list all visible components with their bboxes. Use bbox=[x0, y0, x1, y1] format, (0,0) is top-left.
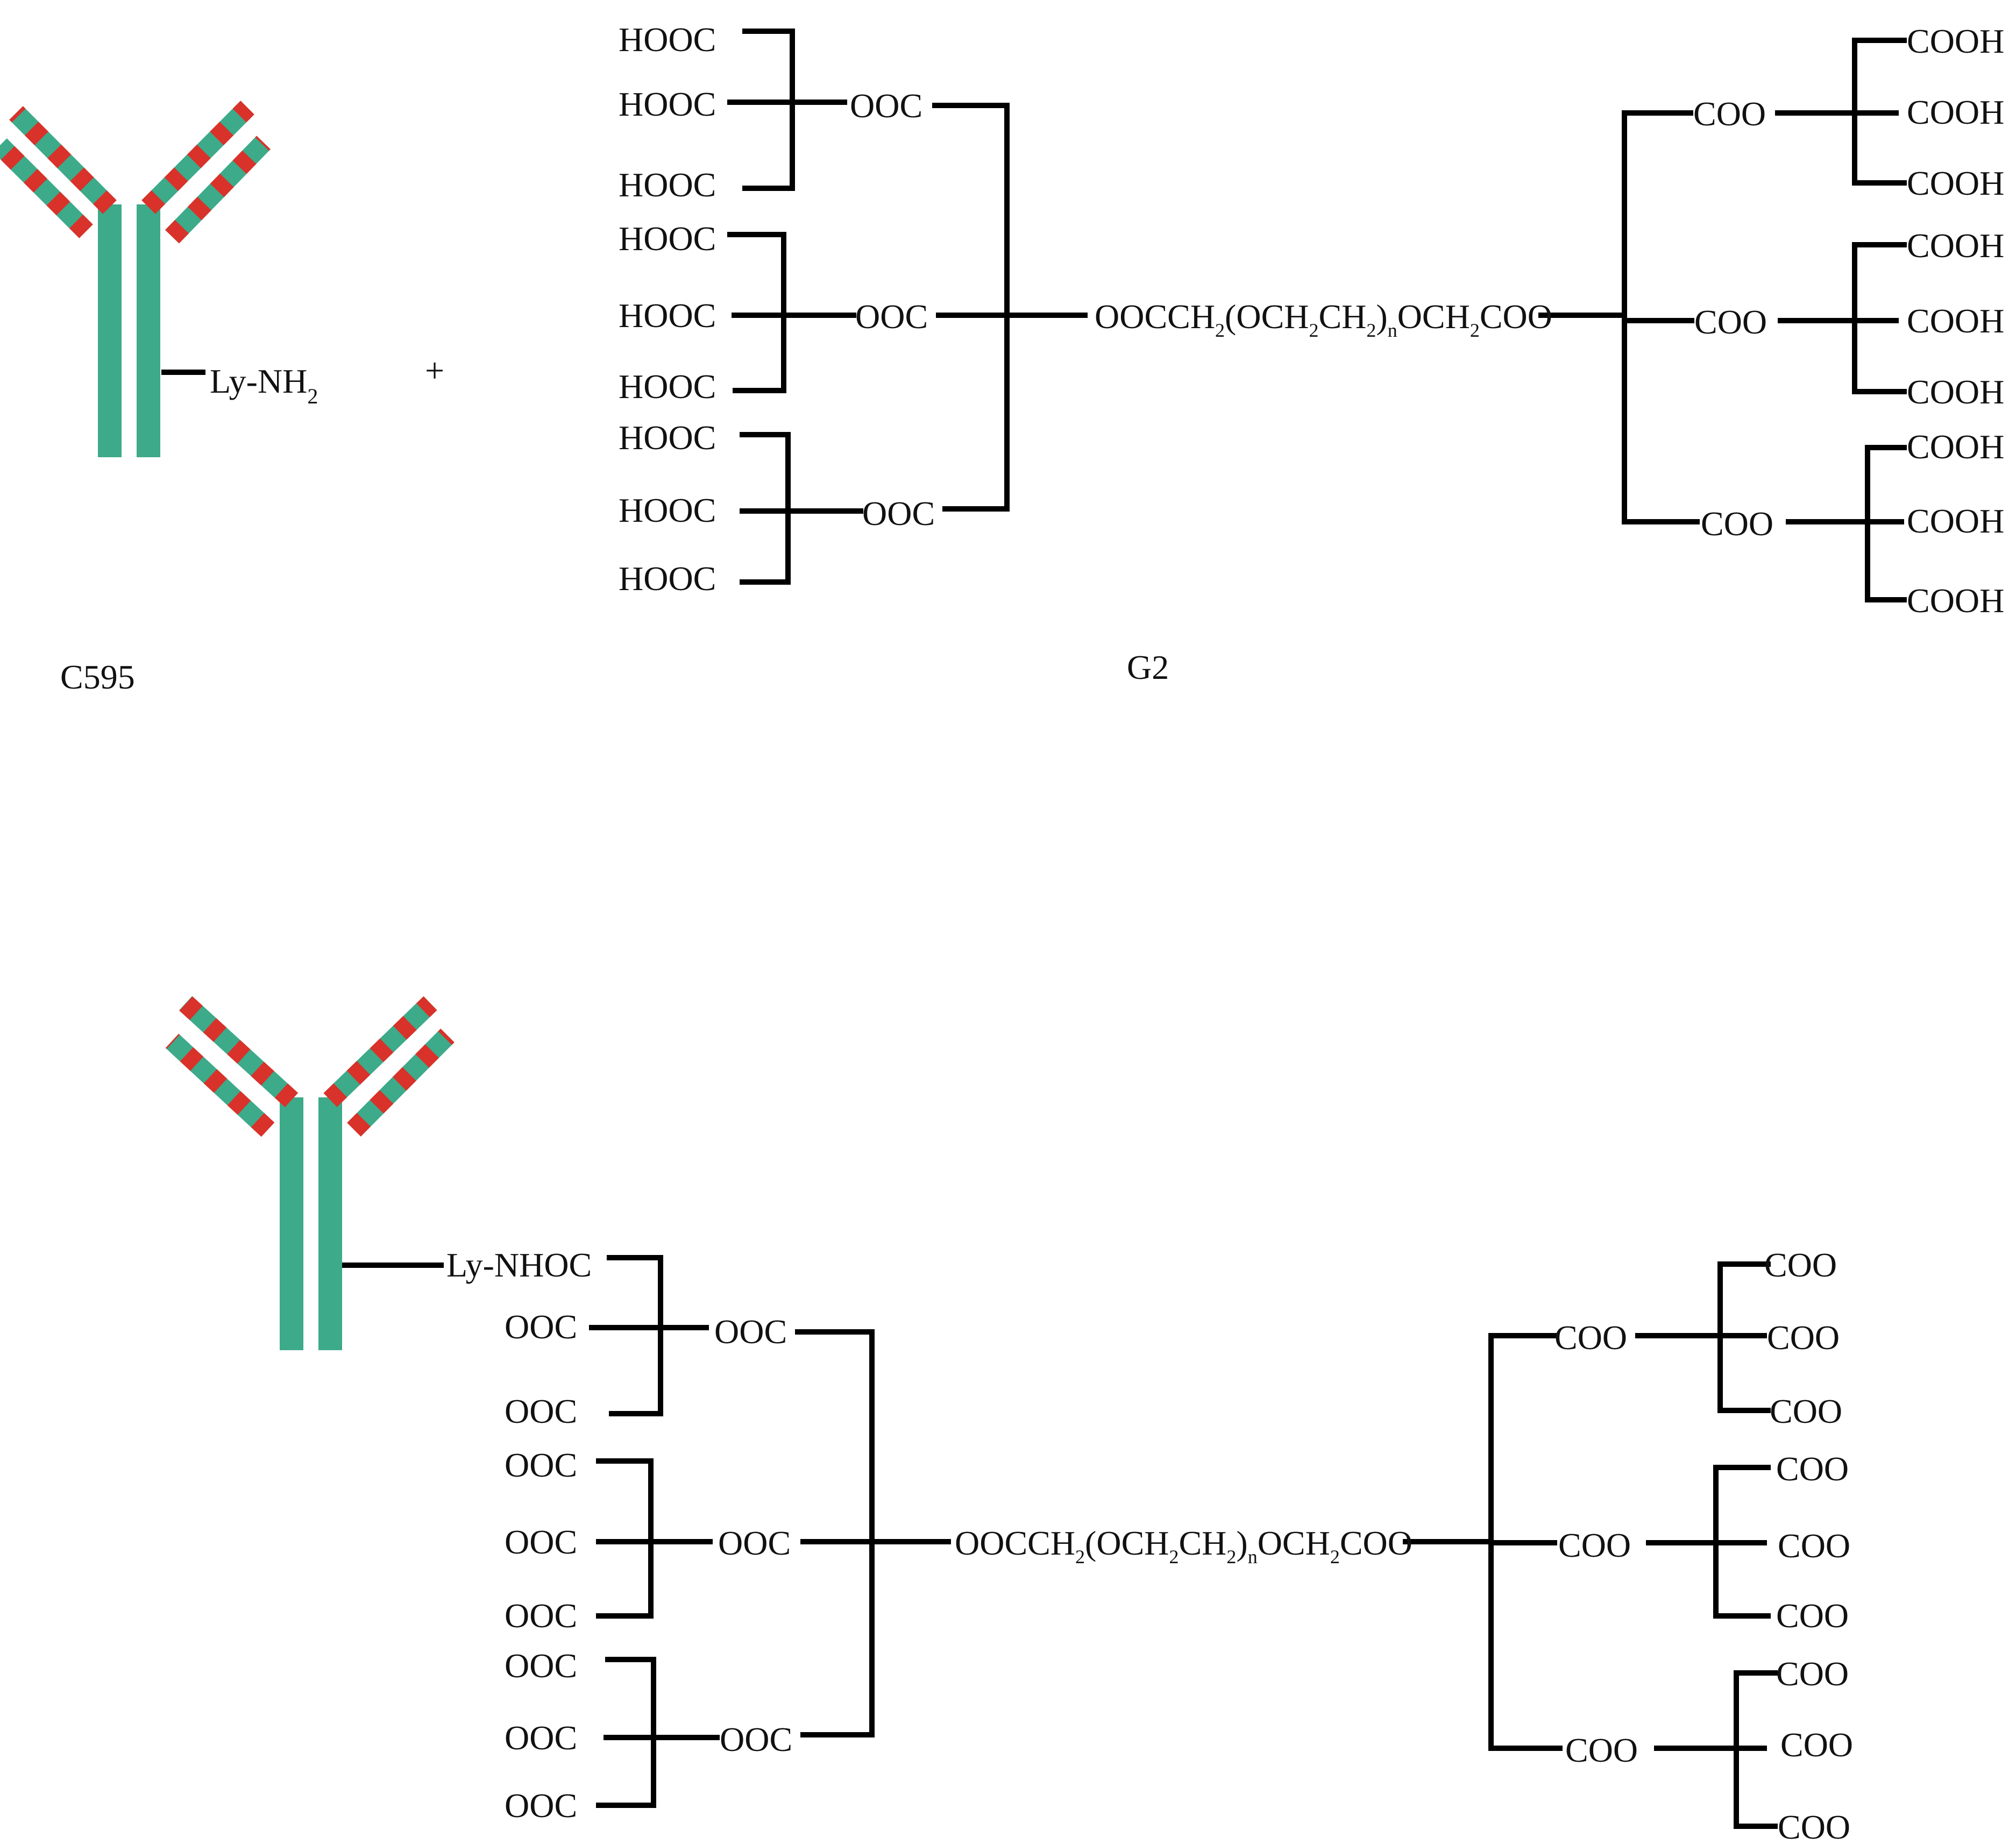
terminal-acid-label: COOH bbox=[1907, 502, 2004, 540]
terminal-acid-label: COOH bbox=[1907, 93, 2004, 131]
branch-ester-label: OOC bbox=[714, 1313, 787, 1351]
terminal-acid-label: COOH bbox=[1907, 581, 2004, 620]
terminal-acid-label: HOOC bbox=[619, 20, 716, 59]
branch-ester-label: COO bbox=[1565, 1731, 1638, 1769]
peg-linker-label: OOCCH2(OCH2CH2)nOCH2COO bbox=[1095, 297, 1552, 341]
terminal-ester-label: COO bbox=[1767, 1318, 1840, 1357]
ester-label: OOC bbox=[505, 1523, 577, 1561]
branch-ester-label: COO bbox=[1693, 95, 1766, 133]
ester-label: OOC bbox=[505, 1597, 577, 1635]
reactant-antibody: Ly-NH2 C595 bbox=[0, 101, 318, 696]
terminal-acid-label: HOOC bbox=[619, 219, 716, 258]
dendrimer-name: G2 bbox=[1127, 648, 1169, 686]
terminal-acid-label: HOOC bbox=[619, 367, 716, 406]
terminal-ester-label: COO bbox=[1778, 1527, 1850, 1565]
branch-ester-label: COO bbox=[1701, 505, 1773, 543]
branch-ester-label: OOC bbox=[718, 1524, 791, 1562]
branch-ester-label: OOC bbox=[862, 494, 935, 533]
branch-ester-label: COO bbox=[1554, 1318, 1627, 1357]
terminal-acid-label: HOOC bbox=[619, 166, 716, 204]
terminal-ester-label: COO bbox=[1776, 1597, 1849, 1635]
terminal-acid-label: COOH bbox=[1907, 226, 2004, 265]
ester-label: OOC bbox=[505, 1446, 577, 1484]
dendrimer-g2: HOOC HOOC HOOC HOOC HOOC HOOC HOOC HOOC … bbox=[619, 20, 2004, 686]
peg-linker-label: OOCCH2(OCH2CH2)nOCH2COO bbox=[955, 1524, 1412, 1568]
terminal-acid-label: COOH bbox=[1907, 164, 2004, 202]
ester-label: OOC bbox=[505, 1392, 577, 1430]
terminal-acid-label: COOH bbox=[1907, 22, 2004, 60]
terminal-ester-label: COO bbox=[1778, 1808, 1850, 1844]
amide-link-label: Ly-NHOC bbox=[446, 1246, 592, 1284]
antibody-icon bbox=[165, 996, 455, 1350]
terminal-ester-label: COO bbox=[1764, 1246, 1837, 1284]
product-conjugate: Ly-NHOC OOC OOC OOC OOC OOC OOC OOC OOC … bbox=[165, 996, 1853, 1844]
antibody-name: C595 bbox=[60, 658, 135, 696]
amine-group-label: Ly-NH2 bbox=[210, 362, 318, 408]
terminal-acid-label: COOH bbox=[1907, 428, 2004, 466]
ester-label: OOC bbox=[505, 1308, 577, 1346]
terminal-ester-label: COO bbox=[1780, 1726, 1853, 1764]
ester-label: OOC bbox=[505, 1647, 577, 1685]
terminal-ester-label: COO bbox=[1776, 1655, 1849, 1693]
ester-label: OOC bbox=[505, 1719, 577, 1757]
plus-sign: + bbox=[425, 351, 444, 389]
terminal-ester-label: COO bbox=[1776, 1450, 1849, 1488]
terminal-acid-label: HOOC bbox=[619, 85, 716, 123]
terminal-acid-label: COOH bbox=[1907, 373, 2004, 411]
antibody-icon bbox=[0, 101, 271, 457]
branch-ester-label: OOC bbox=[855, 297, 928, 336]
branch-ester-label: COO bbox=[1558, 1526, 1631, 1564]
terminal-acid-label: HOOC bbox=[619, 296, 716, 335]
terminal-acid-label: HOOC bbox=[619, 559, 716, 598]
terminal-ester-label: COO bbox=[1770, 1392, 1842, 1430]
branch-ester-label: COO bbox=[1694, 303, 1767, 341]
ester-label: OOC bbox=[505, 1786, 577, 1825]
terminal-acid-label: HOOC bbox=[619, 419, 716, 457]
branch-ester-label: OOC bbox=[720, 1720, 792, 1758]
terminal-acid-label: HOOC bbox=[619, 491, 716, 529]
branch-ester-label: OOC bbox=[850, 87, 922, 125]
terminal-acid-label: COOH bbox=[1907, 302, 2004, 340]
